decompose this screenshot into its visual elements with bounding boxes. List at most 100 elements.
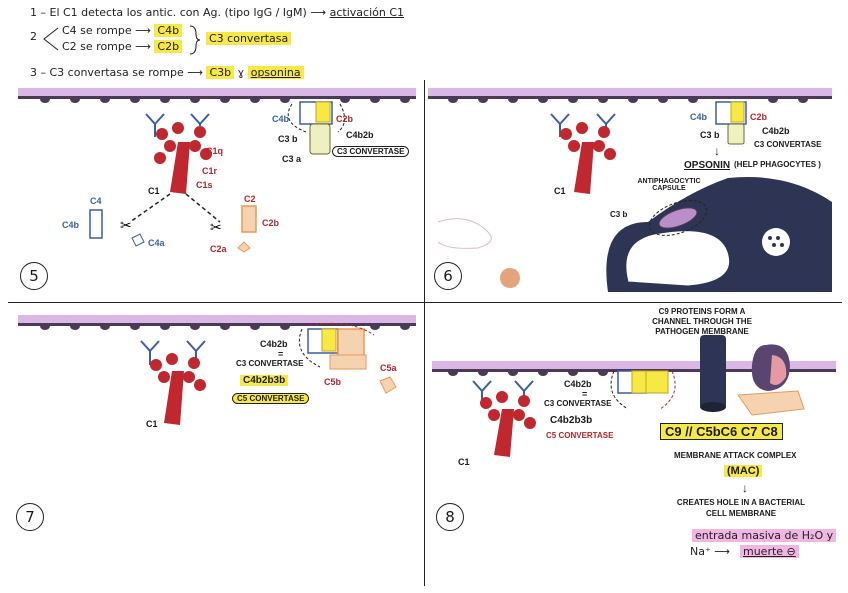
note-2-brace	[189, 25, 201, 55]
label-c5-convertase: C5 CONVERTASE	[546, 431, 614, 440]
note-3-text: C3 convertasa se rompe ⟶	[49, 66, 203, 79]
label-c3b-small: C3 b	[610, 210, 628, 219]
panel-5-diagram: ✂ ✂	[18, 88, 416, 253]
panel-5-number: 5	[20, 262, 48, 290]
panel-8: C9 PROTEINS FORM A CHANNEL THROUGH THE P…	[428, 305, 842, 587]
label-c3a: C3 a	[282, 154, 302, 164]
c6-c8-protein-icon	[737, 390, 805, 416]
note-2a-text: C4 se rompe ⟶	[62, 24, 151, 37]
panel-7-diagram	[18, 315, 416, 425]
antibody-icon	[550, 113, 616, 137]
scissors-icon: ✂	[120, 217, 132, 233]
label-c2: C2	[244, 194, 256, 204]
label-c5a: C5a	[380, 363, 397, 373]
mac-formula: C9 // C5bC6 C7 C8	[660, 423, 783, 440]
label-c3-convertase: C3 CONVERTASE	[544, 399, 612, 408]
label-c3-convertase: C3 CONVERTASE	[754, 140, 822, 149]
label-result-2a: Na⁺ ⟶	[690, 545, 731, 558]
note-line-1: 1 – El C1 detecta los antic. con Ag. (ti…	[30, 6, 404, 19]
label-c9-title: C9 PROTEINS FORM A CHANNEL THROUGH THE P…	[652, 307, 752, 336]
label-c4a: C4a	[148, 238, 165, 248]
note-1-arrow: ⟶	[310, 6, 327, 19]
mac-formula-rest: C5bC6 C7 C8	[696, 424, 778, 439]
label-c4b: C4b	[62, 220, 80, 230]
c1-complex-icon	[480, 391, 536, 457]
panel-7-number: 7	[16, 503, 44, 531]
label-eq: =	[582, 389, 588, 399]
c1-complex-icon	[560, 122, 616, 194]
note-3-number: 3 –	[30, 66, 46, 79]
note-3-result-a: C3b	[206, 66, 235, 79]
label-help-phagocytes: (HELP PHAGOCYTES )	[734, 160, 821, 169]
label-c2b: C2b	[262, 218, 280, 228]
label-c3b: C3 b	[700, 130, 720, 140]
note-2-convertase: C3 convertasa	[206, 32, 292, 45]
arrow-down: ↓	[742, 481, 748, 495]
panel-8-diagram	[432, 335, 836, 457]
note-line-2b: C2 se rompe ⟶ C2b	[62, 40, 183, 53]
c2a-fragment-icon	[237, 241, 251, 253]
c3-protein-icon	[309, 123, 331, 155]
label-c1: C1	[458, 457, 470, 467]
panel-6-number: 6	[434, 262, 462, 290]
label-c4b2b3b: C4b2b3b	[550, 415, 593, 426]
note-line-2-number: 2	[30, 30, 37, 43]
note-line-2a: C4 se rompe ⟶ C4b	[62, 24, 183, 37]
label-c2b: C2b	[750, 112, 768, 122]
note-3-result-amp: ɣ	[237, 66, 245, 79]
label-opsonin: OPSONIN	[684, 160, 731, 171]
label-c1q: C1q	[206, 146, 224, 156]
panel-6: C4b C2b C3 b C4b2b C3 CONVERTASE ↓ OPSON…	[428, 82, 840, 300]
note-1-result: activación C1	[329, 6, 404, 19]
label-capsule: ANTIPHAGOCYTIC CAPSULE	[637, 178, 701, 192]
c9-channel-icon	[700, 335, 726, 409]
label-top-c2b: C2b	[336, 114, 354, 124]
granule-icon	[762, 228, 790, 256]
note-2a-result: C4b	[154, 24, 183, 37]
note-2b-result: C2b	[154, 40, 183, 53]
label-c1r: C1r	[202, 166, 218, 176]
label-result-2b: muerte ⊖	[740, 545, 799, 558]
label-c4b2b: C4b2b	[260, 339, 288, 349]
c4-protein-icon	[89, 209, 103, 239]
bacterium-icon	[658, 207, 698, 229]
note-1-text: El C1 detecta los antic. con Ag. (tipo I…	[49, 6, 307, 19]
panel-5: ✂ ✂ C1q C1r C1s C1 C4 C4b C4a C2 C2b C2a…	[10, 82, 422, 300]
label-eq-1: =	[278, 349, 284, 359]
arrow-down: ↓	[714, 144, 720, 158]
panel-8-number: 8	[436, 503, 464, 531]
label-mac-name: MEMBRANE ATTACK COMPLEX	[674, 451, 797, 460]
scissors-icon: ✂	[210, 219, 222, 235]
label-c1s: C1s	[196, 180, 213, 190]
label-c4b2b3b: C4b2b3b	[240, 375, 289, 386]
note-1-number: 1 –	[30, 6, 46, 19]
c1-complex-icon	[154, 122, 212, 194]
note-line-3: 3 – C3 convertasa se rompe ⟶ C3b ɣ opson…	[30, 66, 304, 79]
label-c3-convertase: C3 CONVERTASE	[332, 146, 410, 157]
c2-protein-icon	[241, 205, 257, 233]
label-c1: C1	[148, 186, 160, 196]
c1-complex-icon	[150, 353, 206, 425]
divider-vertical	[424, 80, 425, 586]
label-mac-abbr: (MAC)	[724, 465, 763, 477]
mac-formula-sep: //	[685, 424, 693, 439]
label-hole: CREATES HOLE IN A BACTERIAL CELL MEMBRAN…	[676, 498, 806, 518]
hand-icon	[437, 218, 492, 249]
c4a-fragment-icon	[131, 233, 145, 247]
panel-7: C4b2b = C3 CONVERTASE C4b2b3b C5 CONVERT…	[10, 305, 422, 587]
label-c4b: C4b	[690, 112, 708, 122]
c5a-fragment-icon	[379, 376, 397, 394]
label-c1: C1	[146, 419, 158, 429]
divider-horizontal	[8, 302, 842, 303]
label-c1: C1	[554, 186, 566, 196]
note-3-result-b: opsonina	[247, 66, 304, 79]
label-c5-convertase: C5 CONVERTASE	[232, 393, 310, 404]
label-c4b2b: C4b2b	[762, 126, 790, 136]
label-c4b2b: C4b2b	[564, 379, 592, 389]
cell-icon	[500, 268, 520, 288]
label-c3-convertase: C3 CONVERTASE	[236, 359, 304, 368]
label-c4: C4	[90, 196, 102, 206]
label-c3b: C3 b	[278, 134, 298, 144]
label-c2a: C2a	[210, 244, 227, 254]
label-c4b2b: C4b2b	[346, 130, 374, 140]
